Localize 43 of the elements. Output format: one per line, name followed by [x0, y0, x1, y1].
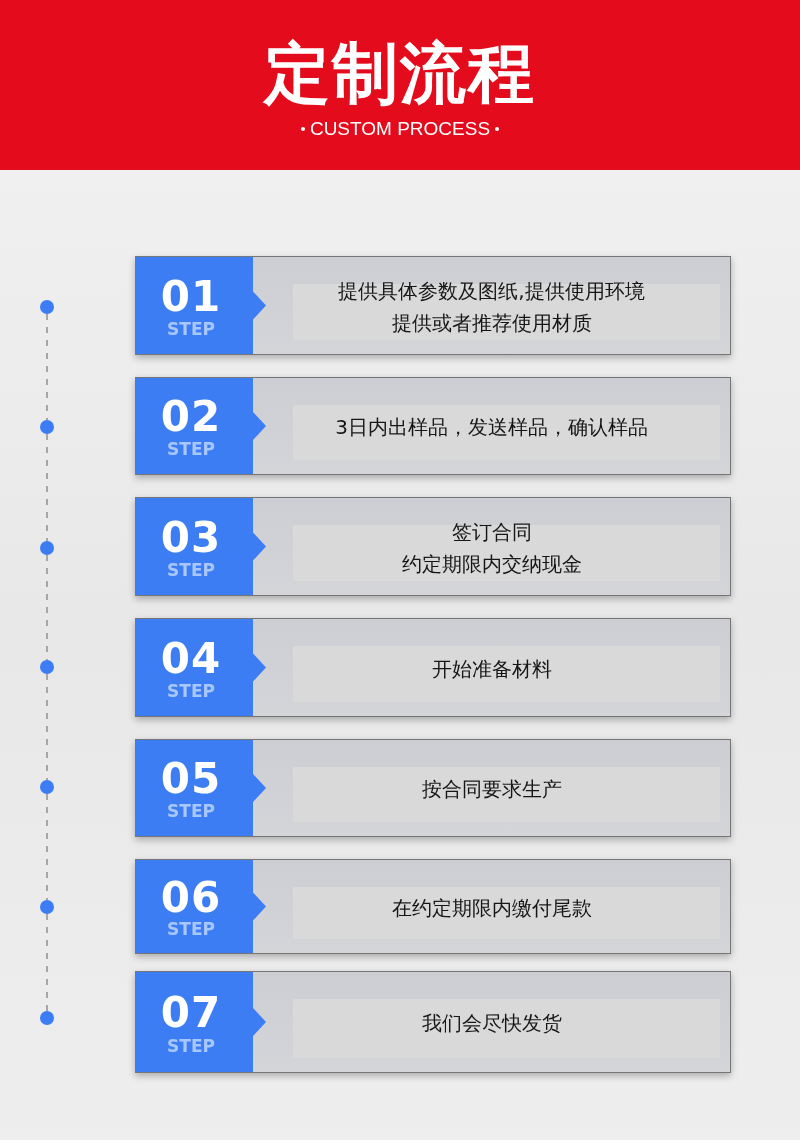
- timeline-line: [46, 554, 48, 661]
- timeline-line: [46, 673, 48, 781]
- step-label: STEP: [167, 559, 215, 580]
- step-description: 开始准备材料: [431, 655, 552, 682]
- step-number: 02: [160, 394, 222, 441]
- step-description: 按合同要求生产: [421, 776, 562, 802]
- step-card: [135, 971, 731, 1073]
- step-label: STEP: [167, 680, 215, 701]
- timeline-dot: [40, 420, 54, 434]
- step-number: 01: [160, 273, 222, 320]
- step-description: 我们会尽快发货: [421, 1010, 562, 1036]
- step-card: [135, 256, 731, 355]
- timeline-line: [46, 793, 48, 901]
- timeline-line: [46, 313, 48, 421]
- step-label: STEP: [167, 439, 215, 460]
- step-card: [135, 859, 731, 954]
- step-label: STEP: [167, 801, 215, 822]
- step-number: 05: [160, 756, 222, 803]
- timeline-dot: [40, 780, 54, 794]
- step-card: [135, 618, 731, 717]
- step-label: STEP: [167, 1036, 215, 1056]
- step-number: 03: [160, 514, 222, 561]
- step-description: 在约定期限内缴付尾款: [391, 894, 592, 921]
- step-description: 3日内出样品，发送样品，确认样品: [335, 414, 648, 440]
- step-description: 提供具体参数及图纸,提供使用环境: [338, 277, 645, 304]
- step-description: 签订合同: [451, 518, 532, 545]
- step-description: 约定期限内交纳现金: [401, 550, 582, 577]
- subtitle: CUSTOM PROCESS: [309, 117, 491, 141]
- timeline-dot: [40, 900, 54, 914]
- step-card: [135, 497, 731, 596]
- timeline-line: [46, 913, 48, 1012]
- timeline-dot: [40, 660, 54, 674]
- step-label: STEP: [167, 318, 215, 339]
- step-number: 07: [160, 990, 222, 1036]
- step-number: 04: [160, 635, 222, 682]
- step-card: [135, 739, 731, 837]
- timeline-dot: [40, 300, 54, 314]
- step-card: [135, 377, 731, 475]
- timeline-line: [46, 433, 48, 542]
- timeline-dot: [40, 1011, 54, 1025]
- timeline-dot: [40, 541, 54, 555]
- page-title: 定制流程: [264, 34, 536, 114]
- step-description: 提供或者推荐使用材质: [391, 309, 592, 336]
